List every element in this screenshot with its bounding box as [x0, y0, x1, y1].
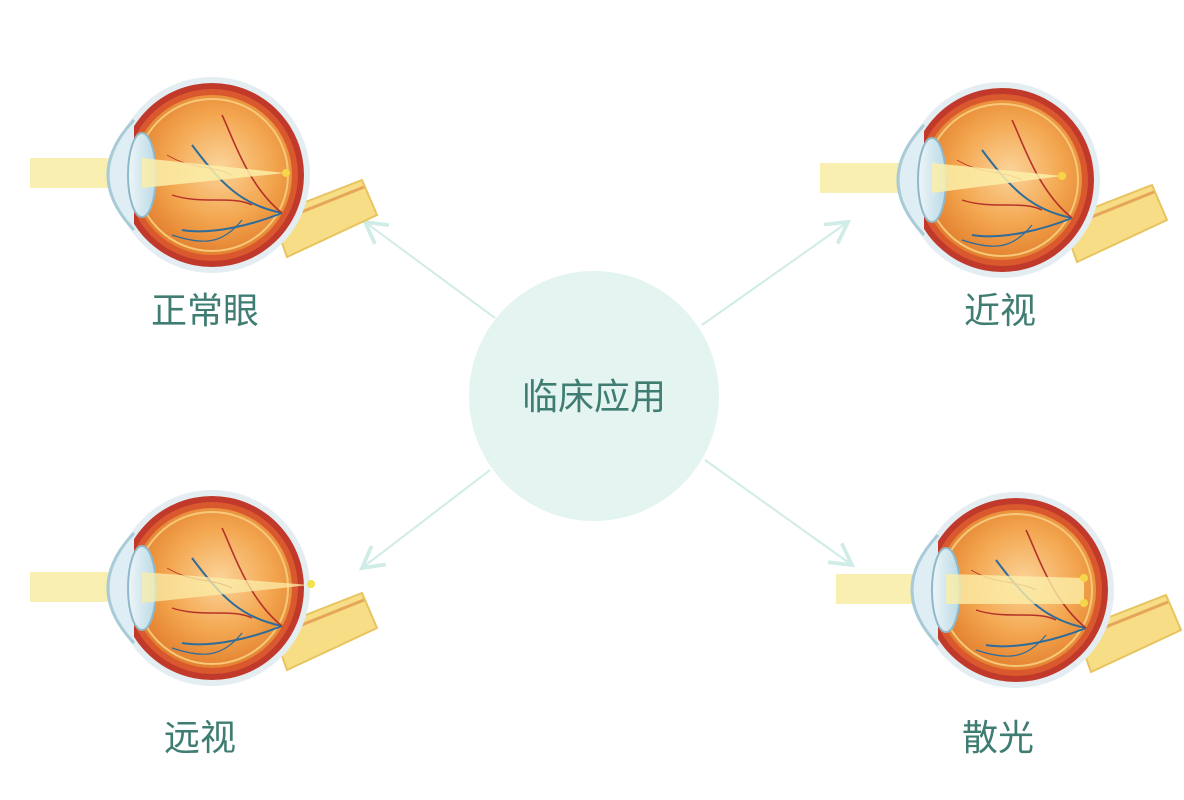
arrow-to-hyperopia — [358, 469, 491, 571]
focus-rays — [142, 158, 285, 188]
focal-point — [1080, 574, 1088, 582]
eye-label-normal: 正常眼 — [151, 291, 259, 332]
focal-point — [1058, 172, 1066, 180]
eye-normal: 正常眼 — [30, 75, 379, 332]
arrows — [358, 219, 856, 571]
focus-rays — [142, 572, 310, 603]
focal-point — [1080, 599, 1088, 607]
focus-rays — [932, 163, 1062, 193]
arrow-to-normal — [361, 219, 496, 319]
focus-rays — [946, 574, 1084, 604]
arrow-to-astigmatism — [704, 459, 856, 568]
eye-hyperopia: 远视 — [30, 488, 379, 759]
focal-point — [307, 580, 315, 588]
arrow-to-myopia — [701, 219, 852, 326]
center-label: 临床应用 — [522, 377, 666, 418]
eye-myopia: 近视 — [820, 80, 1169, 332]
focal-point — [282, 169, 290, 177]
center-circle — [469, 271, 719, 521]
eye-label-astigmatism: 散光 — [962, 718, 1034, 759]
eye-label-myopia: 近视 — [964, 291, 1036, 332]
eye-astigmatism: 散光 — [836, 490, 1183, 759]
eye-label-hyperopia: 远视 — [164, 718, 236, 759]
